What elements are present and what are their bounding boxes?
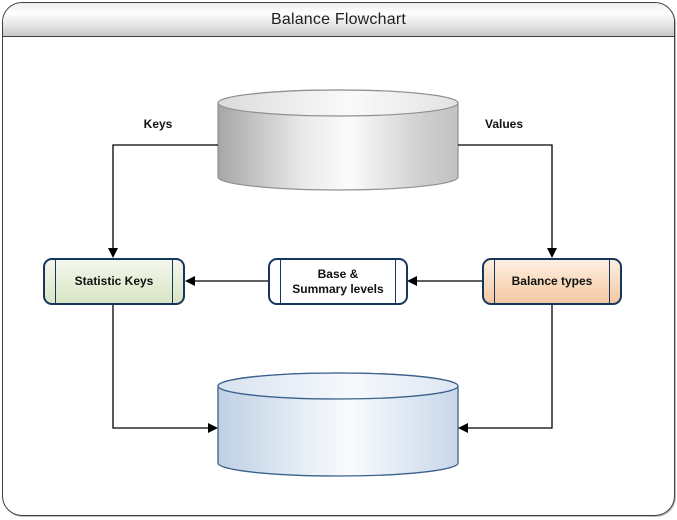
inner-accent-line [494, 260, 495, 303]
source-database-top-face [217, 89, 459, 117]
balance-types-label: Balance types [511, 274, 593, 288]
edge-label-values: Values [484, 117, 524, 131]
target-database-cylinder [217, 372, 459, 477]
arrowhead-left [458, 423, 468, 433]
edge-base-to-statistic [185, 276, 268, 286]
edge-statistic-to-target [112, 305, 218, 433]
base-summary-line1: Base & [317, 266, 359, 281]
edge-label-keys: Keys [143, 117, 173, 131]
inner-accent-line [609, 260, 610, 303]
arrowhead-down [108, 248, 118, 258]
source-database-cylinder [217, 89, 459, 191]
base-summary-line2: Summary levels [292, 281, 384, 296]
edge-keys [108, 144, 218, 258]
balance-types-node: Balance types [482, 258, 622, 305]
inner-accent-line [280, 260, 281, 303]
statistic-keys-node: Statistic Keys [43, 258, 185, 305]
arrowhead-down [547, 248, 557, 258]
base-summary-levels-node: Base & Summary levels [268, 258, 408, 305]
edge-balance-to-base [407, 276, 482, 286]
arrowhead-right [208, 423, 218, 433]
arrowhead-left [185, 276, 195, 286]
edge-values [458, 144, 557, 258]
base-summary-levels-label: Base & Summary levels [292, 267, 383, 297]
page-title: Balance Flowchart [270, 10, 407, 28]
titlebar: Balance Flowchart [3, 3, 674, 37]
edge-balance-to-target [458, 305, 553, 433]
inner-accent-line [172, 260, 173, 303]
target-database-top-face [217, 372, 459, 400]
statistic-keys-label: Statistic Keys [74, 274, 154, 288]
arrowhead-left [407, 276, 417, 286]
inner-accent-line [395, 260, 396, 303]
inner-accent-line [55, 260, 56, 303]
